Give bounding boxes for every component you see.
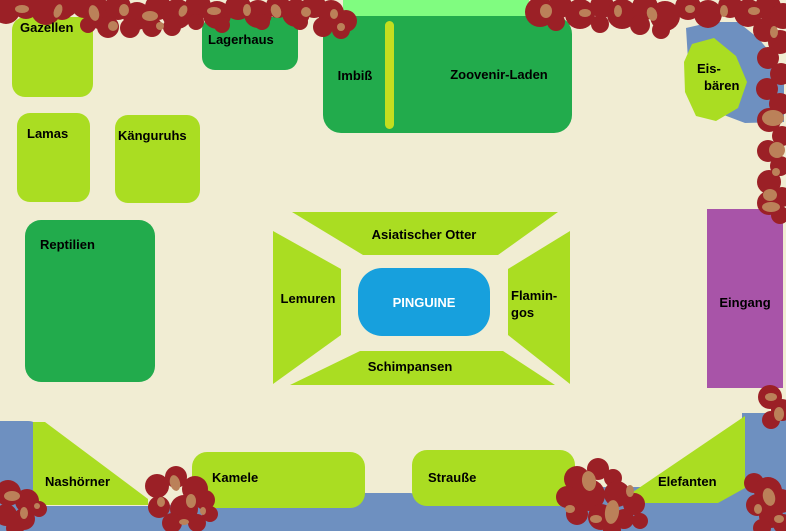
- label-imbiss: Imbiß: [338, 68, 373, 83]
- entrance-area: [707, 209, 783, 388]
- label-schimpansen: Schimpansen: [368, 359, 453, 374]
- kamele-enclosure: [192, 452, 365, 508]
- label-strausse: Strauße: [428, 470, 476, 485]
- label-zoovenir-laden: Zoovenir-Laden: [450, 67, 548, 82]
- label-eisbaeren-line1: Eis-: [697, 61, 721, 76]
- schimpansen-enclosure: [290, 351, 555, 385]
- label-gazellen: Gazellen: [20, 20, 74, 35]
- label-kaenguruhs: Känguruhs: [118, 128, 187, 143]
- bush-brown-spots: [4, 4, 785, 525]
- label-reptilien: Reptilien: [40, 237, 95, 252]
- kaenguruhs-enclosure: [115, 115, 200, 203]
- pinguine-pool: [358, 268, 490, 336]
- label-eisbaeren-line2: bären: [704, 78, 739, 93]
- eisbaeren-enclosure: [684, 38, 747, 121]
- grass-strip: [343, 0, 529, 17]
- area-labels: Gazellen Lagerhaus Imbiß Zoovenir-Laden …: [20, 20, 771, 489]
- flamingos-enclosure: [508, 231, 570, 384]
- elefanten-enclosure: [627, 416, 745, 503]
- label-flamingos-line1: Flamin-: [511, 288, 557, 303]
- reptilien-house: [25, 220, 155, 382]
- label-lamas: Lamas: [27, 126, 68, 141]
- label-nashoerner: Nashörner: [45, 474, 110, 489]
- enclosures: [12, 17, 747, 508]
- label-lemuren: Lemuren: [281, 291, 336, 306]
- label-elefanten: Elefanten: [658, 474, 717, 489]
- nashoerner-enclosure: [33, 422, 148, 505]
- label-asiatischer-otter: Asiatischer Otter: [372, 227, 477, 242]
- otter-enclosure: [292, 212, 558, 255]
- building-divider-line: [385, 21, 394, 129]
- lemuren-enclosure: [273, 231, 341, 384]
- label-eingang: Eingang: [719, 295, 770, 310]
- label-flamingos-line2: gos: [511, 305, 534, 320]
- label-lagerhaus: Lagerhaus: [208, 32, 274, 47]
- label-pinguine: PINGUINE: [393, 295, 456, 310]
- lamas-enclosure: [17, 113, 90, 202]
- gazellen-enclosure: [12, 17, 93, 97]
- strausse-enclosure: [412, 450, 575, 506]
- label-kamele: Kamele: [212, 470, 258, 485]
